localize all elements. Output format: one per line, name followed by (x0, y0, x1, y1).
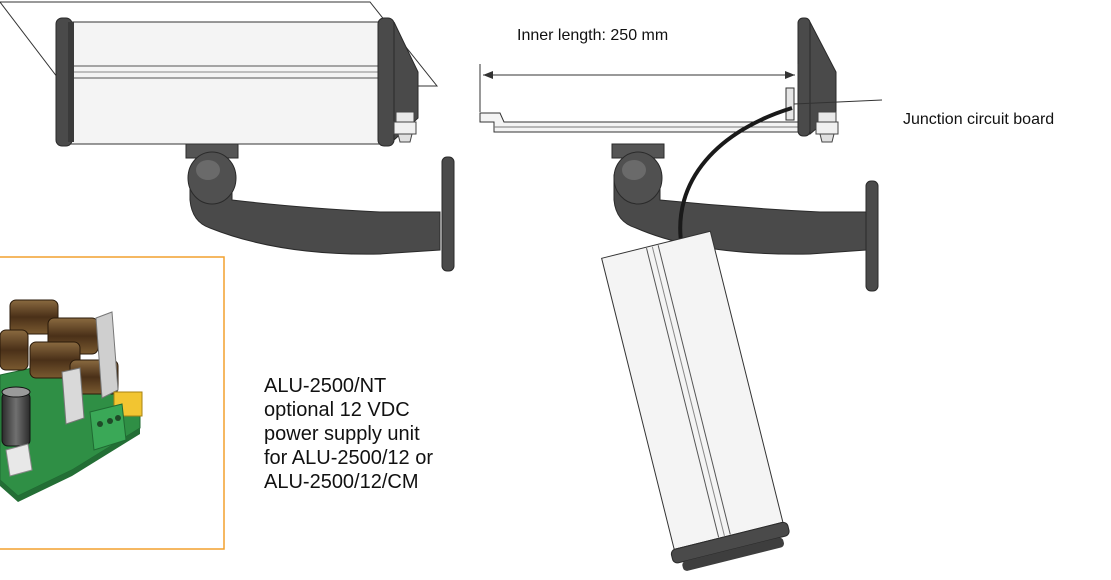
inner-length-label: Inner length: 250 mm (517, 27, 669, 44)
psu-caption-line: ALU-2500/12/CM (264, 471, 419, 493)
closed-camera-housing (0, 1, 455, 272)
opened-camera-housing (479, 17, 883, 571)
junction-leader-line (793, 99, 883, 105)
psu-coils (0, 299, 119, 395)
connection-cable (678, 106, 793, 249)
psu-caption-line: optional 12 VDC (264, 399, 410, 421)
right-swivel-joint (611, 143, 665, 205)
psu-capacitor (1, 386, 31, 447)
right-wall-plate (865, 180, 879, 292)
left-cable-gland (393, 111, 417, 143)
left-sun-shield (0, 1, 439, 87)
psu-caption: ALU-2500/NT optional 12 VDC power supply… (264, 374, 433, 494)
left-rear-cap (377, 17, 395, 147)
inner-length-dimension (479, 64, 799, 112)
left-wall-plate (441, 156, 455, 272)
junction-circuit-board (785, 87, 795, 121)
right-bracket-arm (613, 174, 867, 255)
right-cable-gland (815, 111, 839, 143)
left-swivel-joint (185, 143, 239, 205)
hinged-cover (601, 230, 790, 571)
psu-caption-line: power supply unit (264, 423, 420, 445)
left-housing-body (69, 21, 381, 145)
psu-terminal-block (89, 403, 127, 451)
left-bracket-arm (189, 174, 441, 255)
psu-photo (0, 256, 225, 550)
psu-caption-line: for ALU-2500/12 or (264, 447, 433, 469)
psu-caption-line: ALU-2500/NT (264, 375, 387, 397)
junction-board-label: Junction circuit board (903, 111, 1055, 128)
